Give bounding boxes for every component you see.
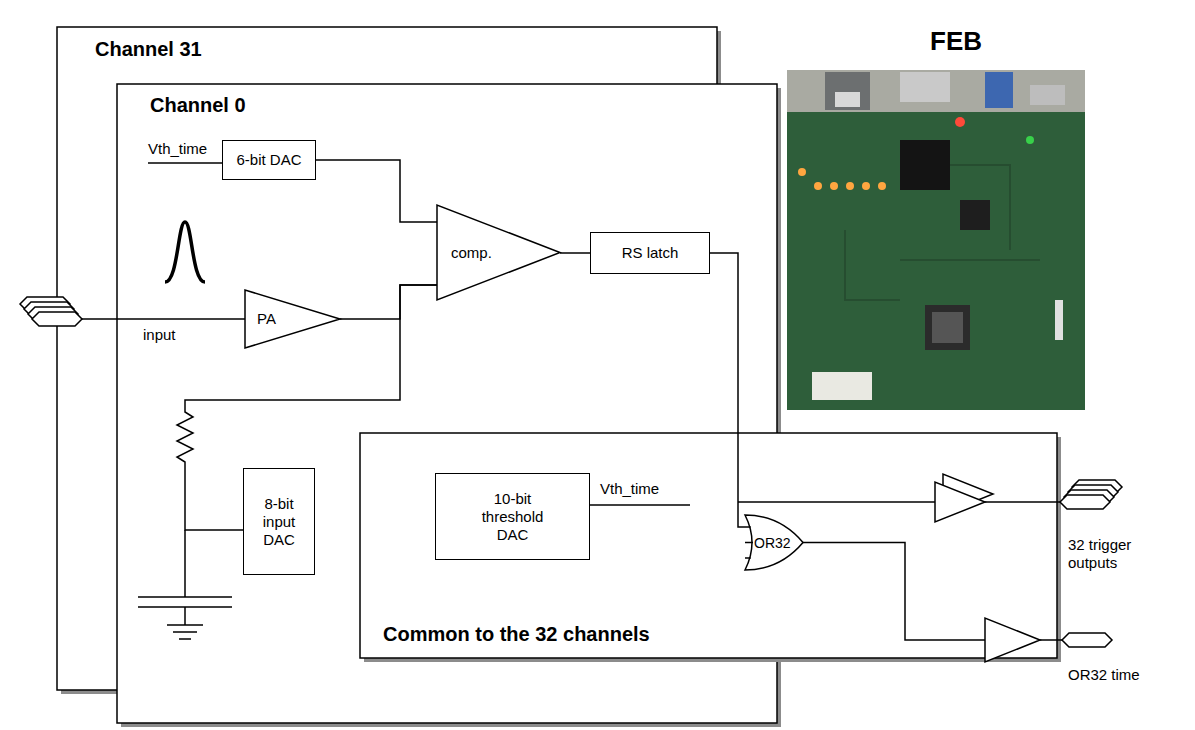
- signal-name: input: [143, 326, 176, 344]
- dac-box: 10-bit threshold DAC: [435, 473, 590, 560]
- triangle-outline: [437, 205, 560, 300]
- dac-box: 8-bit input DAC: [243, 468, 315, 575]
- trigger-wire: [738, 501, 935, 503]
- or-gate: OR32: [745, 515, 803, 570]
- port-label: OR32 time: [1068, 666, 1140, 684]
- signal-wire: [710, 253, 745, 527]
- common-outline: [360, 433, 1057, 658]
- preamp-triangle: PA: [245, 290, 340, 348]
- latch-box: RS latch: [590, 232, 710, 274]
- node-label: comp.: [451, 244, 492, 262]
- connector-symbol: [1060, 495, 1110, 509]
- resistor-symbol: [177, 404, 193, 471]
- signal-wire: [316, 160, 437, 222]
- port-label: 32 trigger outputs: [1068, 536, 1168, 572]
- gate-input-stub: [745, 557, 751, 559]
- board-photo: [787, 70, 1085, 410]
- buffer-symbol: [985, 618, 1040, 662]
- node-label: OR32: [754, 535, 791, 551]
- signal-name: Vth_time: [600, 480, 659, 498]
- photo-title: FEB: [930, 26, 982, 56]
- signal-wire: [340, 285, 437, 319]
- connector-symbol: [32, 312, 82, 326]
- signal-name: Vth_time: [148, 140, 207, 158]
- buffer-symbol: [935, 482, 985, 522]
- threshold-wire: [590, 504, 690, 506]
- comparator-triangle: comp.: [437, 205, 560, 300]
- frame-title: Channel 31: [95, 37, 717, 61]
- node-label: 10-bit threshold DAC: [473, 490, 553, 544]
- pulse-shape: [165, 222, 205, 282]
- frame-title: Common to the 32 channels: [383, 622, 1057, 646]
- or-gate-outline: [745, 515, 803, 570]
- resistor-mask: [174, 404, 196, 471]
- channel-frame: Channel 31: [57, 27, 717, 690]
- threshold-wire: [148, 162, 222, 164]
- gate-input-stub: [745, 526, 751, 528]
- node-label: RS latch: [622, 244, 679, 262]
- node-label: 6-bit DAC: [236, 151, 301, 169]
- input-wire: [82, 318, 245, 320]
- triangle-outline: [245, 290, 340, 348]
- node-label: PA: [257, 310, 276, 328]
- dac-box: 6-bit DAC: [222, 140, 316, 180]
- frame-title: Channel 0: [150, 93, 777, 117]
- or-output-wire: [803, 543, 985, 641]
- gate-input-stub: [745, 542, 753, 544]
- signal-wire: [560, 252, 590, 254]
- or-output-wire: [1040, 639, 1062, 641]
- node-label: 8-bit input DAC: [249, 495, 309, 549]
- capacitor-ground-symbol: [138, 530, 232, 639]
- connector-symbol: [1062, 633, 1112, 647]
- common-frame: Common to the 32 channels 10-bit threshol…: [360, 433, 1057, 658]
- trigger-wire: [985, 501, 1060, 503]
